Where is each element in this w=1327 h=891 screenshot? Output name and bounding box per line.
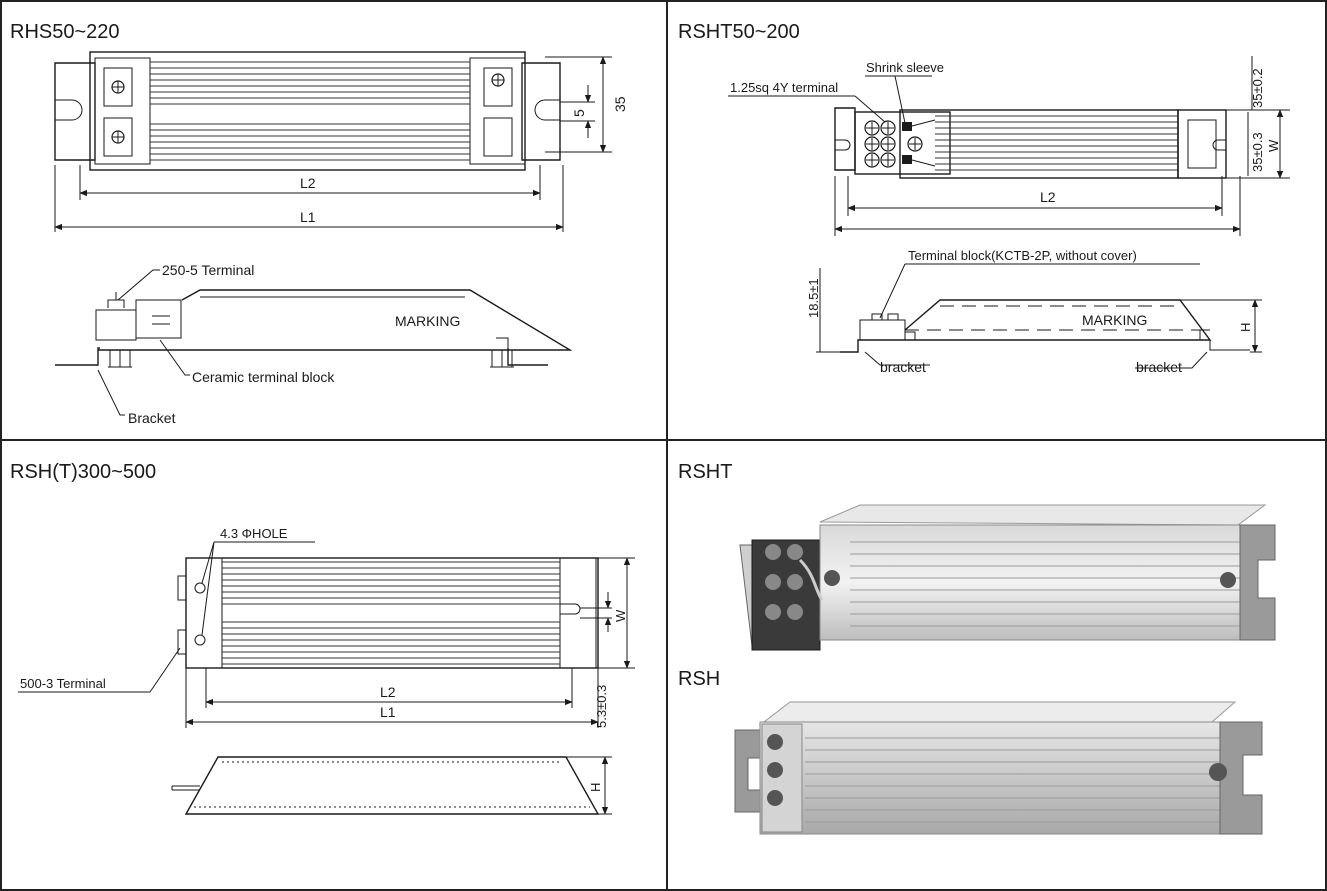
rhs-top-view: L2 L1 35 5: [54, 51, 628, 232]
dim-l2-rsht: L2: [1040, 189, 1056, 205]
screw-icon: [765, 604, 781, 620]
dim-35-02: 35±0.2: [1250, 68, 1265, 108]
callout-4-3-hole: 4.3 ΦHOLE: [220, 526, 288, 541]
callout-1-25sq-4y-terminal: 1.25sq 4Y terminal: [730, 80, 838, 95]
callout-bracket-left: bracket: [880, 359, 926, 375]
dim-5: 5: [571, 109, 587, 117]
dim-l1: L1: [300, 209, 316, 225]
callout-shrink-sleeve: Shrink sleeve: [866, 60, 944, 75]
dim-18-5: 18.5±1: [806, 278, 821, 318]
dim-h-rsht: H: [1238, 323, 1253, 332]
rsht-side-view: Terminal block(KCTB-2P, without cover) M…: [806, 248, 1262, 375]
screw-icon: [1220, 572, 1236, 588]
rsh-fins: [222, 561, 560, 665]
callout-250-5-terminal: 250-5 Terminal: [162, 262, 254, 278]
screw-icon: [1209, 763, 1227, 781]
label-marking-rsht: MARKING: [1082, 312, 1147, 328]
callout-ceramic-terminal-block: Ceramic terminal block: [192, 369, 335, 385]
dim-l2: L2: [300, 175, 316, 191]
screw-icon: [767, 790, 783, 806]
rhs-side-view: MARKING 250-5 Terminal Ceramic terminal …: [55, 262, 573, 426]
callout-bracket: Bracket: [128, 410, 176, 426]
panel-photos: RSHT RSH: [678, 461, 1276, 835]
dim-l2-rsh: L2: [380, 684, 396, 700]
callout-bracket-right: bracket: [1136, 359, 1182, 375]
callout-terminal-block-kctb-2p: Terminal block(KCTB-2P, without cover): [908, 248, 1137, 263]
panel-title-rsht50-200: RSHT50~200: [678, 21, 800, 43]
screw-icon: [787, 544, 803, 560]
panel-title-rsht: RSHT: [678, 461, 732, 483]
rsht-fins: [935, 115, 1178, 171]
dim-l1-rsh: L1: [380, 704, 396, 720]
callout-500-3-terminal: 500-3 Terminal: [20, 676, 106, 691]
photo-rsh-resistor: [734, 701, 1263, 835]
screw-icon: [765, 544, 781, 560]
panel-title-rhs50-220: RHS50~220: [10, 21, 120, 43]
dim-h-rsh: H: [588, 783, 603, 792]
label-marking: MARKING: [395, 313, 460, 329]
panel-rsht50-200: RSHT50~200: [678, 21, 1290, 375]
screw-icon: [824, 570, 840, 586]
rsh-top-view: 4.3 ΦHOLE 500-3 Terminal L2 L1 W 5.3±0.3: [18, 526, 635, 728]
dim-35-03: 35±0.3: [1250, 132, 1265, 172]
rhs-fins: [150, 61, 470, 161]
screw-icon: [787, 574, 803, 590]
panel-title-rsh-t-300-500: RSH(T)300~500: [10, 461, 156, 483]
dim-35: 35: [612, 96, 628, 112]
dim-5-3: 5.3±0.3: [594, 685, 609, 728]
photo-rsht-resistor: [739, 504, 1276, 651]
screw-icon: [787, 604, 803, 620]
dim-w-rsh: W: [613, 609, 628, 622]
panel-rsh-t-300-500: RSH(T)300~500: [10, 461, 635, 815]
rsh-side-view: H: [171, 756, 612, 815]
rsht-top-view: Shrink sleeve 1.25sq 4Y terminal L2 W 35…: [728, 56, 1290, 236]
rsht-photo-fins: [850, 541, 1240, 627]
rsh-photo-fins: [805, 737, 1220, 823]
dim-w-rsht: W: [1266, 139, 1281, 152]
screw-icon: [767, 734, 783, 750]
panel-title-rsh: RSH: [678, 668, 720, 690]
panel-rhs50-220: RHS50~220: [10, 21, 628, 426]
screw-icon: [767, 762, 783, 778]
screw-icon: [765, 574, 781, 590]
